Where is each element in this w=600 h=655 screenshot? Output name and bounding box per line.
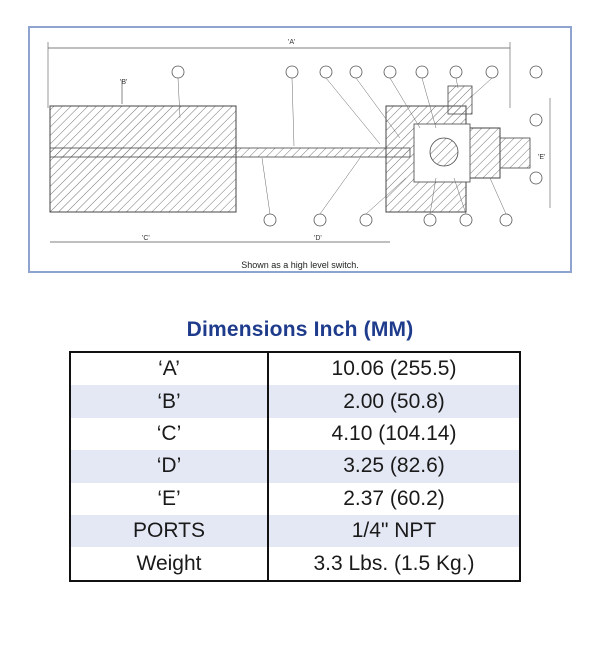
row-label: ‘B’ <box>70 385 269 418</box>
dimensions-table: ‘A’ 10.06 (255.5) ‘B’ 2.00 (50.8) ‘C’ 4.… <box>69 351 521 582</box>
row-label: PORTS <box>70 514 269 548</box>
table-row: PORTS 1/4" NPT <box>70 514 520 548</box>
table-row: ‘B’ 2.00 (50.8) <box>70 385 520 418</box>
table-row: Weight 3.3 Lbs. (1.5 Kg.) <box>70 547 520 581</box>
callout-balloons <box>171 65 543 227</box>
drawing-caption: Shown as a high level switch. <box>241 260 359 270</box>
row-value: 4.10 (104.14) <box>331 421 457 445</box>
stem <box>49 147 411 158</box>
row-label: ‘D’ <box>70 450 269 483</box>
label-b: 'B' <box>120 79 127 86</box>
switch-cross-section: 'A' 'B' 'E' 'C' 'D' <box>47 39 551 243</box>
table-row: ‘A’ 10.06 (255.5) <box>70 352 520 386</box>
row-value: 1/4" NPT <box>268 514 520 548</box>
row-value: 2.37 (60.2) <box>343 486 445 510</box>
label-a: 'A' <box>288 39 295 46</box>
float <box>49 105 237 213</box>
label-d: 'D' <box>314 235 322 242</box>
label-e: 'E' <box>538 154 545 161</box>
table-row: ‘E’ 2.37 (60.2) <box>70 482 520 515</box>
row-value: 2.00 (50.8) <box>268 385 520 418</box>
table-title: Dimensions Inch (MM) <box>186 318 414 341</box>
row-label: ‘C’ <box>70 417 269 451</box>
technical-drawing: 'A' 'B' 'E' 'C' 'D' <box>28 26 572 273</box>
row-value: 3.25 (82.6) <box>268 450 520 483</box>
row-label: ‘A’ <box>70 352 269 386</box>
row-value: 10.06 (255.5) <box>331 357 457 381</box>
row-label: ‘E’ <box>70 482 269 515</box>
table-row: ‘D’ 3.25 (82.6) <box>70 450 520 483</box>
label-c: 'C' <box>142 235 150 242</box>
row-value: 3.3 Lbs. (1.5 Kg.) <box>313 551 475 575</box>
row-label: Weight <box>70 547 269 581</box>
table-row: ‘C’ 4.10 (104.14) <box>70 417 520 451</box>
